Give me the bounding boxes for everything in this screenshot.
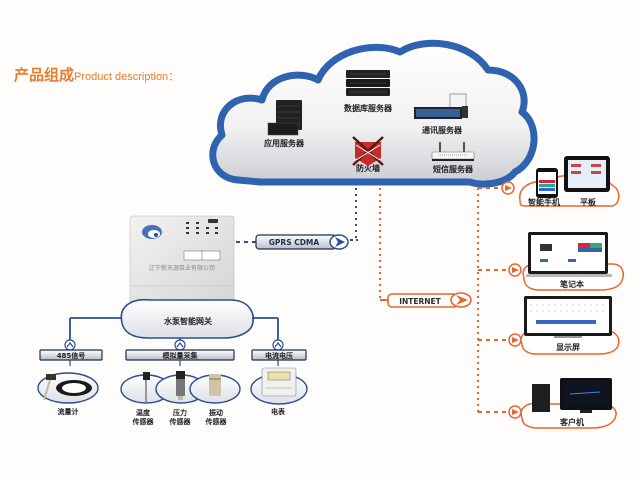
sensor-group-485: 485信号 xyxy=(39,349,103,361)
client-laptop: 笔记本 xyxy=(522,232,625,291)
temperature-label-2: 传感器 xyxy=(132,417,155,426)
flowmeter-icon xyxy=(43,374,92,401)
status-leds xyxy=(186,219,218,234)
electric-meter: 电表 xyxy=(250,367,308,416)
client-arrow-markers xyxy=(501,181,522,419)
chevron-up-icon xyxy=(174,339,186,351)
app-server-label: 应用服务器 xyxy=(264,138,305,148)
heading-zh: 产品组成 xyxy=(14,66,75,84)
play-arrow-icon xyxy=(335,237,345,247)
electric-meter-label: 电表 xyxy=(271,407,286,416)
gateway-oval: 水泵智能网关 xyxy=(120,298,254,339)
electric-meter-icon xyxy=(261,367,297,397)
pressure-label-1: 压力 xyxy=(173,408,187,417)
laptop-icon xyxy=(526,232,612,277)
sensor-group-analog: 模拟量采集 xyxy=(125,349,235,361)
app-server-icon xyxy=(267,100,302,136)
company-logo-icon xyxy=(142,225,162,239)
sms-server-icon xyxy=(431,142,475,161)
smartphone-label: 智能手机 xyxy=(528,197,560,207)
internet-label: INTERNET xyxy=(399,297,441,306)
temperature-label-1: 温度 xyxy=(136,408,151,417)
comm-server-label: 通讯服务器 xyxy=(422,125,463,135)
comm-server-icon xyxy=(414,93,468,119)
client-desktop: 客户机 xyxy=(520,378,617,429)
tablet-label: 平板 xyxy=(580,197,597,207)
gateway-company-name: 辽宁新天源泵业有限公司 xyxy=(149,264,215,272)
temperature-sensor-icon xyxy=(143,372,150,402)
sensor-group-power: 电流电压 xyxy=(251,349,307,361)
chevron-up-icon xyxy=(272,339,284,351)
group-title-power: 电流电压 xyxy=(265,351,293,360)
vibration-sensor: 振动 传感器 xyxy=(189,374,241,426)
internet-badge: INTERNET xyxy=(387,292,472,308)
internet-link xyxy=(379,187,510,413)
gprs-cdma-badge: GPRS CDMA xyxy=(255,234,349,250)
database-server-icon xyxy=(346,70,390,96)
arrow-circle-icon xyxy=(508,333,522,347)
group-title-analog: 模拟量采集 xyxy=(163,351,199,360)
firewall-label: 防火墙 xyxy=(356,163,380,173)
heading-en: Product description： xyxy=(74,71,180,83)
tablet-icon xyxy=(564,156,610,192)
gateway-device: 辽宁新天源泵业有限公司 xyxy=(129,215,235,309)
database-server-label: 数据库服务器 xyxy=(344,103,393,113)
firewall-icon xyxy=(352,136,384,166)
group-title-485: 485信号 xyxy=(57,351,86,360)
gprs-link xyxy=(236,188,358,243)
play-arrow-icon xyxy=(456,295,468,305)
gprs-cdma-label: GPRS CDMA xyxy=(269,238,320,247)
page-heading: 产品组成Product description： xyxy=(14,64,179,85)
chevron-up-icon xyxy=(64,339,76,351)
flowmeter-label: 流量计 xyxy=(58,407,79,416)
sensor-tree xyxy=(64,317,284,366)
client-display: 显示屏 xyxy=(520,296,620,355)
smartphone-icon xyxy=(536,168,558,198)
pressure-sensor-icon xyxy=(176,371,185,400)
gateway-label: 水泵智能网关 xyxy=(163,316,212,326)
desktop-label: 客户机 xyxy=(559,417,584,427)
vibration-label-2: 传感器 xyxy=(205,417,228,426)
monitor-icon xyxy=(524,296,612,338)
cloud: 数据库服务器 应用服务器 通讯服务器 防火墙 xyxy=(209,39,538,188)
flowmeter: 流量计 xyxy=(37,372,99,416)
desktop-pc-icon xyxy=(532,378,612,413)
client-mobile-tablet: 智能手机 平板 xyxy=(519,156,620,207)
display-label: 显示屏 xyxy=(556,343,580,352)
pressure-label-2: 传感器 xyxy=(169,417,192,426)
arrow-circle-icon xyxy=(508,405,522,419)
vibration-sensor-icon xyxy=(209,374,221,396)
arrow-circle-icon xyxy=(508,263,522,277)
sms-server-label: 短信服务器 xyxy=(433,164,474,174)
cloud-shape xyxy=(209,39,538,188)
laptop-label: 笔记本 xyxy=(560,279,584,289)
vibration-label-1: 振动 xyxy=(209,408,223,417)
arrow-circle-icon xyxy=(501,181,515,195)
